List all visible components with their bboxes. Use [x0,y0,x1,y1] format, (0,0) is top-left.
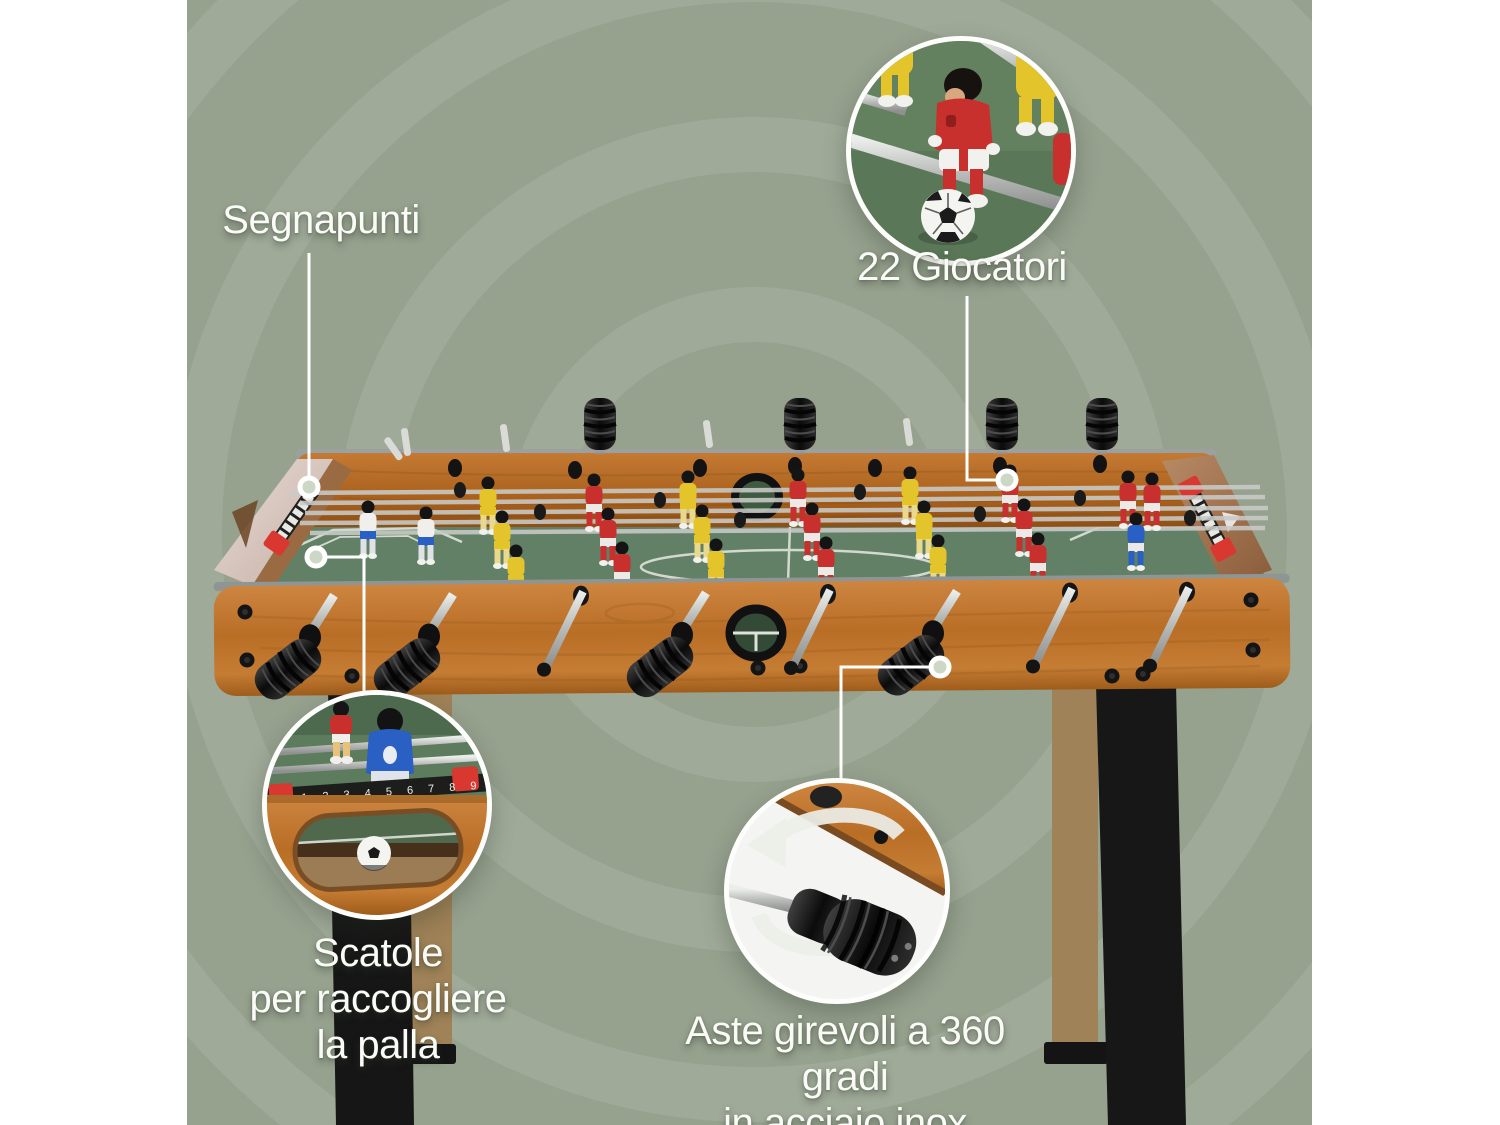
rear-rod-tip [400,428,412,456]
front-grip-handle [254,592,338,700]
aste-line1: Aste girevoli a 360 gradi [685,1009,1005,1099]
mini-blue-player [366,708,414,783]
mini-red-player [330,701,353,764]
front-rod-handles [254,581,1195,700]
player-figure [479,476,497,535]
inset-ball-box: 1 2 3 4 5 6 7 8 9 [262,690,492,920]
aste-line2: in acciaio inox [723,1101,967,1125]
red-player-partial [1053,133,1071,185]
callout-label-scatole: Scatole per raccogliere la palla [228,930,528,1068]
rear-grip-handle [985,398,1019,454]
table-edge [747,783,945,895]
anchor-dot-scatole [304,545,328,569]
front-bare-rod [1026,582,1078,674]
rotating-handle-photo [729,783,945,999]
player-figure [417,506,435,565]
handle-grip [787,888,917,976]
score-slider [263,530,290,556]
leader-line-aste [839,665,940,790]
soccer-ball [918,189,978,245]
rear-rod-tip [702,420,714,448]
scatole-line1: Scatole [313,931,443,975]
right-rear-leg [1052,684,1098,1054]
callout-leader-lines [307,253,1002,790]
player-figure [599,507,617,566]
player-figure [803,502,821,561]
anchor-dot-aste [928,655,952,679]
rear-rod-tip [384,437,403,461]
ball-collection-box-photo: 1 2 3 4 5 6 7 8 9 [267,695,487,915]
player-figure [1127,512,1145,571]
callout-anchor-dots [297,468,1019,679]
rear-grip-handle [583,398,617,454]
front-bare-rod [784,584,836,676]
player-figure [493,510,511,569]
rear-rod-tip [499,424,511,452]
front-bare-rod [537,585,589,677]
inset-players-closeup [846,36,1076,266]
rear-rod-tip [902,418,914,446]
scatole-line3: la palla [316,1023,440,1067]
rear-rod-handles [384,398,1119,461]
rear-grip-handle [1085,398,1119,454]
player-figure [915,500,933,559]
scatole-line2: per raccogliere [249,977,507,1021]
player-figure [359,500,377,559]
anchor-dot-segnapunti [297,475,321,499]
leader-line-giocatori [965,296,1002,482]
callout-label-giocatori: 22 Giocatori [857,245,1067,289]
callout-label-aste: Aste girevoli a 360 gradi in acciaio ino… [645,1008,1045,1125]
front-grip-handle [626,590,710,698]
front-grip-handle [373,592,457,699]
front-grip-handle [877,588,961,696]
callout-label-segnapunti: Segnapunti [222,198,420,242]
leader-line-scatole [316,555,366,700]
photo-area: 1 2 3 4 5 6 7 8 9 [187,0,1312,1125]
right-front-leg [1096,684,1186,1125]
rear-grip-handle [783,398,817,454]
player-figure [585,473,603,532]
player-figure [901,466,919,525]
player-figure [679,470,697,529]
score-slider [1210,537,1237,562]
player-figure [1143,472,1161,531]
front-bare-rod [1143,581,1195,673]
inset-rotating-handle [724,778,950,1004]
anchor-dot-giocatori [995,468,1019,492]
player-rods [289,482,1269,536]
back-goal-hole [731,473,783,521]
players-closeup-photo [851,41,1071,261]
